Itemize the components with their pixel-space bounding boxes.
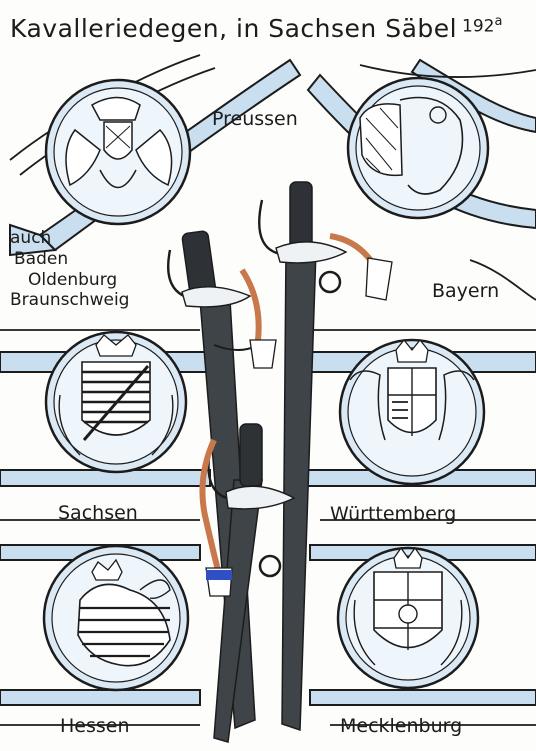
sabre-3: [199, 423, 296, 743]
plate-title: Kavalleriedegen, in Sachsen Säbel: [10, 14, 458, 43]
sabre-2: [258, 181, 393, 732]
also-baden: Baden: [14, 249, 69, 269]
also-auch: auch: [10, 228, 52, 248]
plate-number: 192a: [462, 14, 502, 37]
label-preussen: Preussen: [212, 108, 298, 130]
label-wuerttemberg: Württemberg: [330, 503, 457, 525]
hessen-emblem: [42, 544, 190, 692]
mecklenburg-emblem: [336, 546, 480, 690]
also-braunschweig: Braunschweig: [10, 290, 130, 310]
plate-number-suffix: a: [494, 14, 503, 29]
bayern-emblem: [346, 76, 490, 220]
sachsen-emblem: [44, 330, 188, 474]
label-bayern: Bayern: [432, 280, 500, 302]
label-sachsen: Sachsen: [58, 502, 138, 524]
also-oldenburg: Oldenburg: [28, 270, 118, 290]
label-hessen: Hessen: [60, 715, 130, 737]
plate-number-value: 192: [462, 16, 495, 37]
label-mecklenburg: Mecklenburg: [340, 715, 463, 737]
preussen-emblem: [44, 78, 192, 226]
wuerttemberg-emblem: [338, 338, 486, 486]
